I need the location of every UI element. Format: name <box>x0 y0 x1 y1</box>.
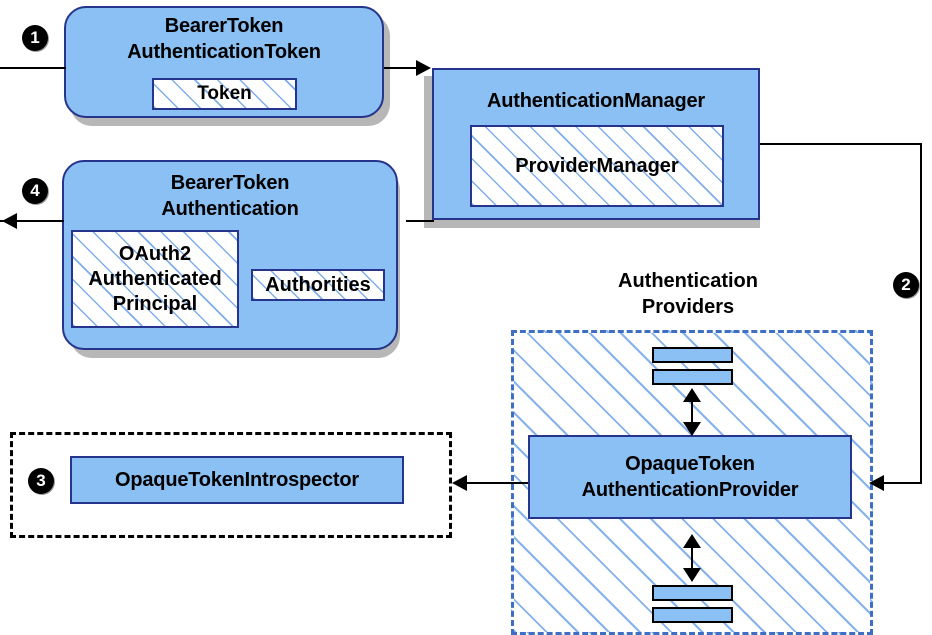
node-bearer-token-authentication-token[interactable]: BearerToken AuthenticationToken <box>64 6 384 118</box>
token-to-manager-line <box>384 67 420 69</box>
provider-to-introspector-arrowhead <box>452 475 467 491</box>
token-to-manager-arrowhead <box>416 60 431 76</box>
manager-to-provider-arrowhead <box>869 475 884 491</box>
manager-to-authentication-line <box>406 220 434 222</box>
marker-1: 1 <box>22 25 48 51</box>
authentication-out-line <box>0 220 64 222</box>
provider-bar-bottom-2 <box>652 607 733 623</box>
manager-to-provider-line-bottom <box>884 482 922 484</box>
inner-token: Token <box>152 78 297 110</box>
authentication-providers-label-line1: Authentication <box>618 270 758 292</box>
node-opaque-token-introspector[interactable]: OpaqueTokenIntrospector <box>70 456 404 504</box>
opaque-token-authentication-provider-title-line2: AuthenticationProvider <box>581 479 799 501</box>
provider-bar-bottom-1 <box>652 585 733 601</box>
authentication-providers-label-line2: Providers <box>641 296 735 318</box>
principal-line3: Principal <box>112 292 198 315</box>
marker-3: 3 <box>28 468 54 494</box>
provider-top-arrow-up <box>683 388 701 402</box>
provider-top-arrow-down <box>683 422 701 436</box>
provider-bar-top-1 <box>652 347 733 363</box>
bearer-token-authentication-token-title-line2: AuthenticationToken <box>127 41 321 63</box>
provider-bar-top-2 <box>652 369 733 385</box>
authentication-providers-label: Authentication Providers <box>563 268 813 320</box>
manager-to-provider-line-vertical <box>920 143 922 483</box>
provider-top-connector-line <box>691 396 693 434</box>
opaque-token-authentication-provider-title-line1: OpaqueToken <box>625 453 755 475</box>
node-opaque-token-authentication-provider[interactable]: OpaqueToken AuthenticationProvider <box>528 435 852 519</box>
authentication-manager-title: AuthenticationManager <box>486 90 706 112</box>
bearer-token-authentication-token-title-line1: BearerToken <box>164 15 284 37</box>
bearer-token-authentication-title-line1: BearerToken <box>170 172 290 194</box>
manager-to-provider-line-top <box>760 143 922 145</box>
marker-2: 2 <box>893 272 919 298</box>
incoming-request-line <box>0 67 66 69</box>
principal-line2: Authenticated <box>88 267 222 290</box>
provider-bottom-connector-line <box>691 542 693 580</box>
provider-bottom-arrow-down <box>683 568 701 582</box>
authentication-out-arrowhead <box>2 213 17 229</box>
inner-authorities: Authorities <box>251 269 385 301</box>
marker-4: 4 <box>22 178 48 204</box>
bearer-token-authentication-title-line2: Authentication <box>161 198 299 220</box>
inner-oauth2-authenticated-principal: OAuth2 Authenticated Principal <box>71 230 239 328</box>
principal-line1: OAuth2 <box>118 242 192 265</box>
inner-provider-manager: ProviderManager <box>470 125 724 207</box>
provider-bottom-arrow-up <box>683 534 701 548</box>
opaque-token-introspector-title: OpaqueTokenIntrospector <box>115 469 359 491</box>
provider-to-introspector-line <box>466 482 528 484</box>
